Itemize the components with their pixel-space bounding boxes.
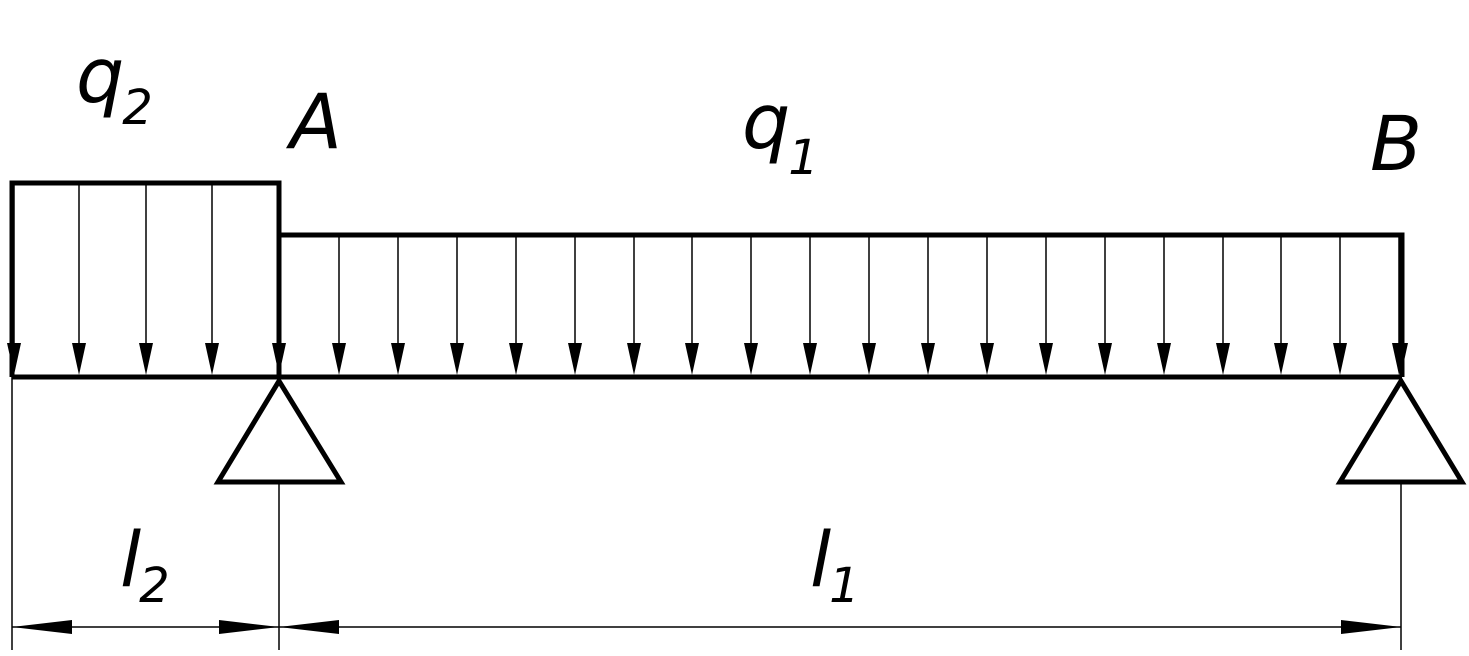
- q1-arrow-head-10: [862, 343, 876, 375]
- support-a-triangle: [213, 376, 346, 485]
- q2-arrow-head-2: [72, 343, 86, 375]
- q1-arrow-head-8: [744, 343, 758, 375]
- q1-arrow-head-3: [450, 343, 464, 375]
- q1-arrow-head-16: [1216, 343, 1230, 375]
- q1-arrow-head-11: [921, 343, 935, 375]
- q1-arrow-head-1: [332, 343, 346, 375]
- q1-arrow-head-9: [803, 343, 817, 375]
- dimension-arrow-l1-right: [1341, 620, 1401, 634]
- label-l1: l1: [810, 515, 860, 614]
- label-q2: q2: [76, 31, 153, 136]
- q1-arrow-head-7: [685, 343, 699, 375]
- load-q1-arrows: [332, 235, 1408, 375]
- label-support-a: A: [285, 77, 342, 166]
- q1-arrow-head-18: [1333, 343, 1347, 375]
- support-b-triangle: [1335, 376, 1467, 485]
- load-q1-outline: [279, 232, 1405, 377]
- q1-arrow-head-15: [1157, 343, 1171, 375]
- q1-arrow-head-13: [1039, 343, 1053, 375]
- q1-arrow-head-12: [980, 343, 994, 375]
- label-l2: l2: [120, 515, 170, 614]
- load-q2-arrows: [7, 183, 286, 375]
- q1-arrow-head-4: [509, 343, 523, 375]
- dimension-arrow-l2-right: [219, 620, 279, 634]
- q1-arrow-head-2: [391, 343, 405, 375]
- q1-arrow-head-6: [627, 343, 641, 375]
- dimension-arrow-l2-left: [12, 620, 72, 634]
- q1-arrow-head-17: [1274, 343, 1288, 375]
- q2-arrow-head-4: [205, 343, 219, 375]
- label-q1: q1: [742, 77, 819, 186]
- q2-arrow-head-3: [139, 343, 153, 375]
- q1-arrow-head-5: [568, 343, 582, 375]
- q1-arrow-head-14: [1098, 343, 1112, 375]
- q2-arrow-head-1: [7, 343, 21, 375]
- dimension-arrow-l1-left: [279, 620, 339, 634]
- q2-arrow-head-5: [272, 343, 286, 375]
- q1-arrow-head-20: [1394, 343, 1408, 375]
- label-support-b: B: [1370, 99, 1422, 188]
